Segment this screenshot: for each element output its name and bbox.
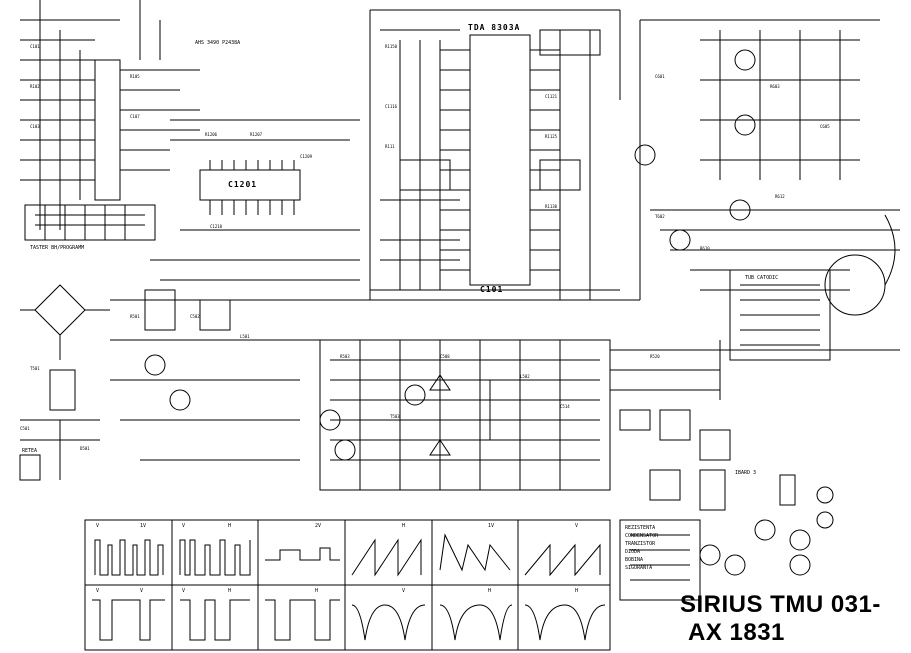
line-transformer [489, 379, 521, 441]
svg-text:T503: T503 [390, 414, 400, 419]
svg-text:C508: C508 [440, 354, 450, 359]
waveform-6 [524, 543, 601, 577]
ic-tda8303 [469, 34, 531, 286]
waveform-7 [92, 599, 165, 641]
waveform-label-14: V [182, 523, 186, 529]
waveform-3 [265, 547, 340, 561]
svg-text:C605: C605 [820, 124, 830, 129]
legend-item-1: REZISTENTA [625, 525, 656, 531]
svg-text:D501: D501 [80, 446, 90, 451]
svg-text:R612: R612 [775, 194, 785, 199]
legend-item-6: SIGURANTA [625, 565, 653, 571]
waveform-label-6: V [575, 523, 579, 529]
tuner-keyboard [24, 204, 156, 241]
schematic-title-line2: AX 1831 [688, 619, 785, 646]
waveform-label-1: 1V [140, 523, 147, 529]
svg-text:C101: C101 [30, 44, 40, 49]
ic-c1201 [199, 169, 301, 201]
svg-text:R111: R111 [385, 144, 395, 149]
waveform-label-9: H [315, 588, 319, 594]
svg-text:R102: R102 [30, 84, 40, 89]
waveform-12 [524, 604, 606, 641]
svg-text:R1206: R1206 [205, 132, 218, 137]
mains-label: RETEA [22, 448, 38, 454]
svg-text:C1116: C1116 [385, 104, 398, 109]
board-label: IBARD 3 [735, 470, 757, 476]
ic-main-ref-label: C101 [480, 285, 504, 294]
svg-text:C514: C514 [560, 404, 570, 409]
mains-socket [19, 454, 41, 481]
waveform-panel [84, 519, 611, 651]
tuner-module [94, 59, 121, 201]
legend-item-3: TRANZISTOR [625, 541, 656, 547]
svg-text:C501: C501 [20, 426, 30, 431]
svg-text:R603: R603 [770, 84, 780, 89]
bridge-rectifier [34, 284, 86, 336]
svg-text:T602: T602 [655, 214, 665, 219]
svg-text:C1209: C1209 [300, 154, 313, 159]
crt-socket [729, 269, 831, 361]
svg-text:L501: L501 [240, 334, 250, 339]
svg-text:C1121: C1121 [545, 94, 558, 99]
mains-transformer [49, 369, 76, 411]
ic-tuner-note-label: AHS 3490 P2438A [195, 40, 241, 46]
waveform-9 [265, 599, 340, 641]
waveform-11 [439, 604, 513, 641]
waveform-label-7: V [140, 588, 144, 594]
waveform-label-16: V [182, 588, 186, 594]
waveform-label-8: H [228, 588, 232, 594]
svg-text:R1125: R1125 [545, 134, 558, 139]
waveform-label-12: H [575, 588, 579, 594]
legend-item-5: BOBINA [625, 557, 644, 563]
svg-text:R1130: R1130 [545, 204, 558, 209]
svg-text:C1210: C1210 [210, 224, 223, 229]
schematic-title-line1: SIRIUS TMU 031- [680, 591, 881, 618]
svg-text:C103: C103 [30, 124, 40, 129]
legend-item-2: CONDENSATOR [625, 533, 659, 539]
waveform-label-4: H [402, 523, 406, 529]
waveform-2 [179, 539, 251, 576]
waveform-label-2: H [228, 523, 232, 529]
waveform-label-11: H [488, 588, 492, 594]
waveform-1 [94, 539, 164, 576]
waveform-label-5: 1V [488, 523, 495, 529]
svg-text:R501: R501 [130, 314, 140, 319]
ic-tuner-ctrl-label: C1201 [228, 180, 258, 189]
waveform-label-3: 2V [315, 523, 322, 529]
waveform-label-10: V [402, 588, 406, 594]
svg-text:T501: T501 [30, 366, 40, 371]
svg-text:C601: C601 [655, 74, 665, 79]
svg-text:C502: C502 [190, 314, 200, 319]
crt-neck [824, 254, 886, 316]
ic-main-label: TDA 8303A [468, 23, 521, 32]
svg-text:R1150: R1150 [385, 44, 398, 49]
legend-item-4: DIODA [625, 549, 641, 555]
svg-text:R105: R105 [130, 74, 140, 79]
waveform-10 [351, 604, 426, 641]
waveform-4 [351, 538, 422, 577]
svg-text:R503: R503 [340, 354, 350, 359]
svg-text:R520: R520 [650, 354, 660, 359]
svg-text:C107: C107 [130, 114, 140, 119]
tuner-keyboard-label: TASTER BH/PROGRAMM [30, 245, 85, 251]
svg-text:R610: R610 [700, 246, 710, 251]
waveform-label-13: V [96, 523, 100, 529]
crt-label: TUB CATODIC [745, 275, 779, 281]
waveform-5 [439, 533, 511, 572]
schematic-wiring [19, 0, 900, 601]
svg-text:R1207: R1207 [250, 132, 263, 137]
svg-text:L502: L502 [520, 374, 530, 379]
waveform-8 [180, 599, 250, 641]
waveform-label-15: V [96, 588, 100, 594]
